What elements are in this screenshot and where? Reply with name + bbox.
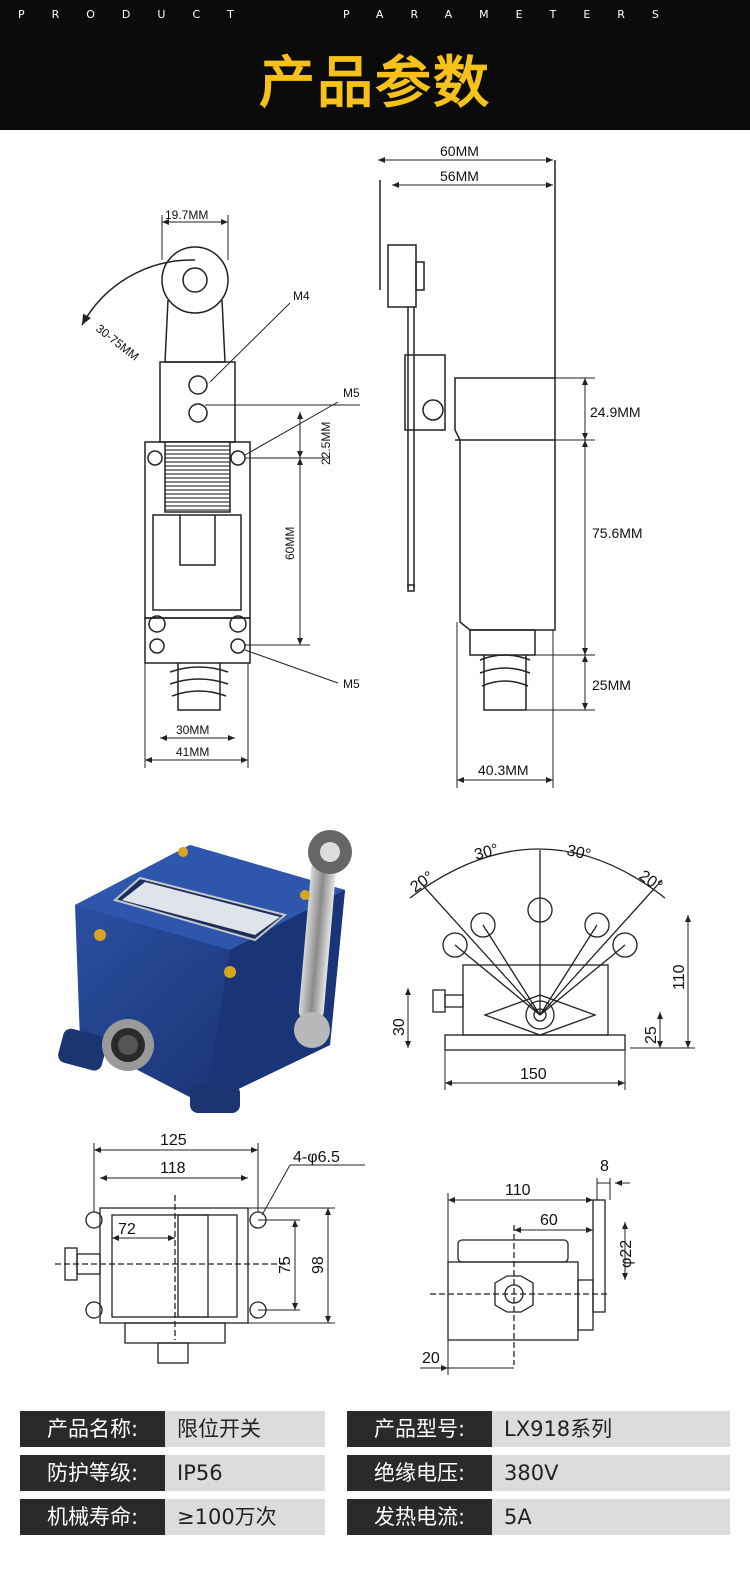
spec-row: 机械寿命: ≥100万次 发热电流: 5A [20, 1499, 730, 1535]
dim-base-118: 118 [160, 1160, 186, 1177]
dim-base-125: 125 [160, 1132, 187, 1149]
spec-value: 限位开关 [165, 1411, 325, 1447]
dim-mid-150: 150 [520, 1066, 547, 1083]
spec-value: 380V [492, 1455, 730, 1491]
base-drawing [55, 1195, 290, 1364]
product-photo [58, 830, 352, 1113]
side-view-dimensions: 60MM 56MM 24.9MM 75.6MM 25MM 40.3MM [378, 143, 643, 788]
side-view-drawing [379, 160, 556, 711]
dim-41: 41MM [176, 745, 209, 759]
page-title: 产品参数 [259, 51, 491, 116]
spec-row: 防护等级: IP56 绝缘电压: 380V [20, 1455, 730, 1491]
spec-label: 发热电流: [347, 1499, 492, 1535]
dim-side-56: 56MM [440, 168, 479, 184]
angle-label-2: 30° [473, 841, 501, 864]
spec-label: 防护等级: [20, 1455, 165, 1491]
base-drawing-dimensions: 125 118 4-φ6.5 72 75 98 [93, 1132, 365, 1324]
dim-top-20: 20 [422, 1350, 440, 1367]
dim-side-60: 60MM [440, 143, 479, 159]
label-m5-bottom: M5 [343, 677, 360, 691]
spec-label: 产品型号: [347, 1411, 492, 1447]
dim-mid-110: 110 [671, 964, 688, 990]
dim-base-75: 75 [277, 1256, 294, 1274]
dim-top-8: 8 [600, 1158, 609, 1175]
dim-top-60: 60 [540, 1212, 558, 1229]
spec-value: IP56 [165, 1455, 325, 1491]
dim-top-110: 110 [505, 1182, 531, 1199]
dim-top-phi22: φ22 [618, 1240, 635, 1268]
dim-side-75-6: 75.6MM [592, 525, 643, 541]
dim-mid-30: 30 [391, 1018, 408, 1036]
label-m5-top: M5 [343, 386, 360, 400]
dim-22-5: 22.5MM [319, 422, 333, 465]
spec-label: 机械寿命: [20, 1499, 165, 1535]
dim-angle: 30-75MM [93, 321, 142, 363]
spec-value: 5A [492, 1499, 730, 1535]
spec-value: LX918系列 [492, 1411, 730, 1447]
header-subtitle-left: PRODUCT [18, 8, 261, 21]
top-view-dimensions: 8 110 60 φ22 20 [420, 1158, 635, 1375]
dim-19-7: 19.7MM [165, 208, 208, 222]
spec-row: 产品名称: 限位开关 产品型号: LX918系列 [20, 1411, 730, 1447]
spec-label: 产品名称: [20, 1411, 165, 1447]
angle-label-1: 20° [408, 868, 438, 896]
dim-mid-25: 25 [643, 1026, 660, 1044]
dim-base-98: 98 [310, 1256, 327, 1274]
spec-label: 绝缘电压: [347, 1455, 492, 1491]
angle-drawing [409, 848, 666, 1051]
header-banner: PRODUCT PARAMETERS 产品参数 [0, 0, 750, 130]
dim-side-40-3: 40.3MM [478, 762, 529, 778]
top-view-drawing [430, 1199, 610, 1365]
dim-30: 30MM [176, 723, 209, 737]
label-m4: M4 [293, 289, 310, 303]
angle-label-3: 30° [565, 842, 592, 864]
spec-table: 产品名称: 限位开关 产品型号: LX918系列 防护等级: IP56 绝缘电压… [20, 1411, 730, 1543]
front-view-drawing [81, 246, 251, 711]
dim-side-25: 25MM [592, 677, 631, 693]
spec-value: ≥100万次 [165, 1499, 325, 1535]
header-subtitle-right: PARAMETERS [343, 8, 686, 21]
dim-side-24-9: 24.9MM [590, 404, 641, 420]
angle-label-4: 20° [636, 867, 666, 895]
label-holes: 4-φ6.5 [293, 1149, 340, 1166]
dim-60: 60MM [283, 527, 297, 560]
dim-base-72: 72 [118, 1221, 136, 1238]
